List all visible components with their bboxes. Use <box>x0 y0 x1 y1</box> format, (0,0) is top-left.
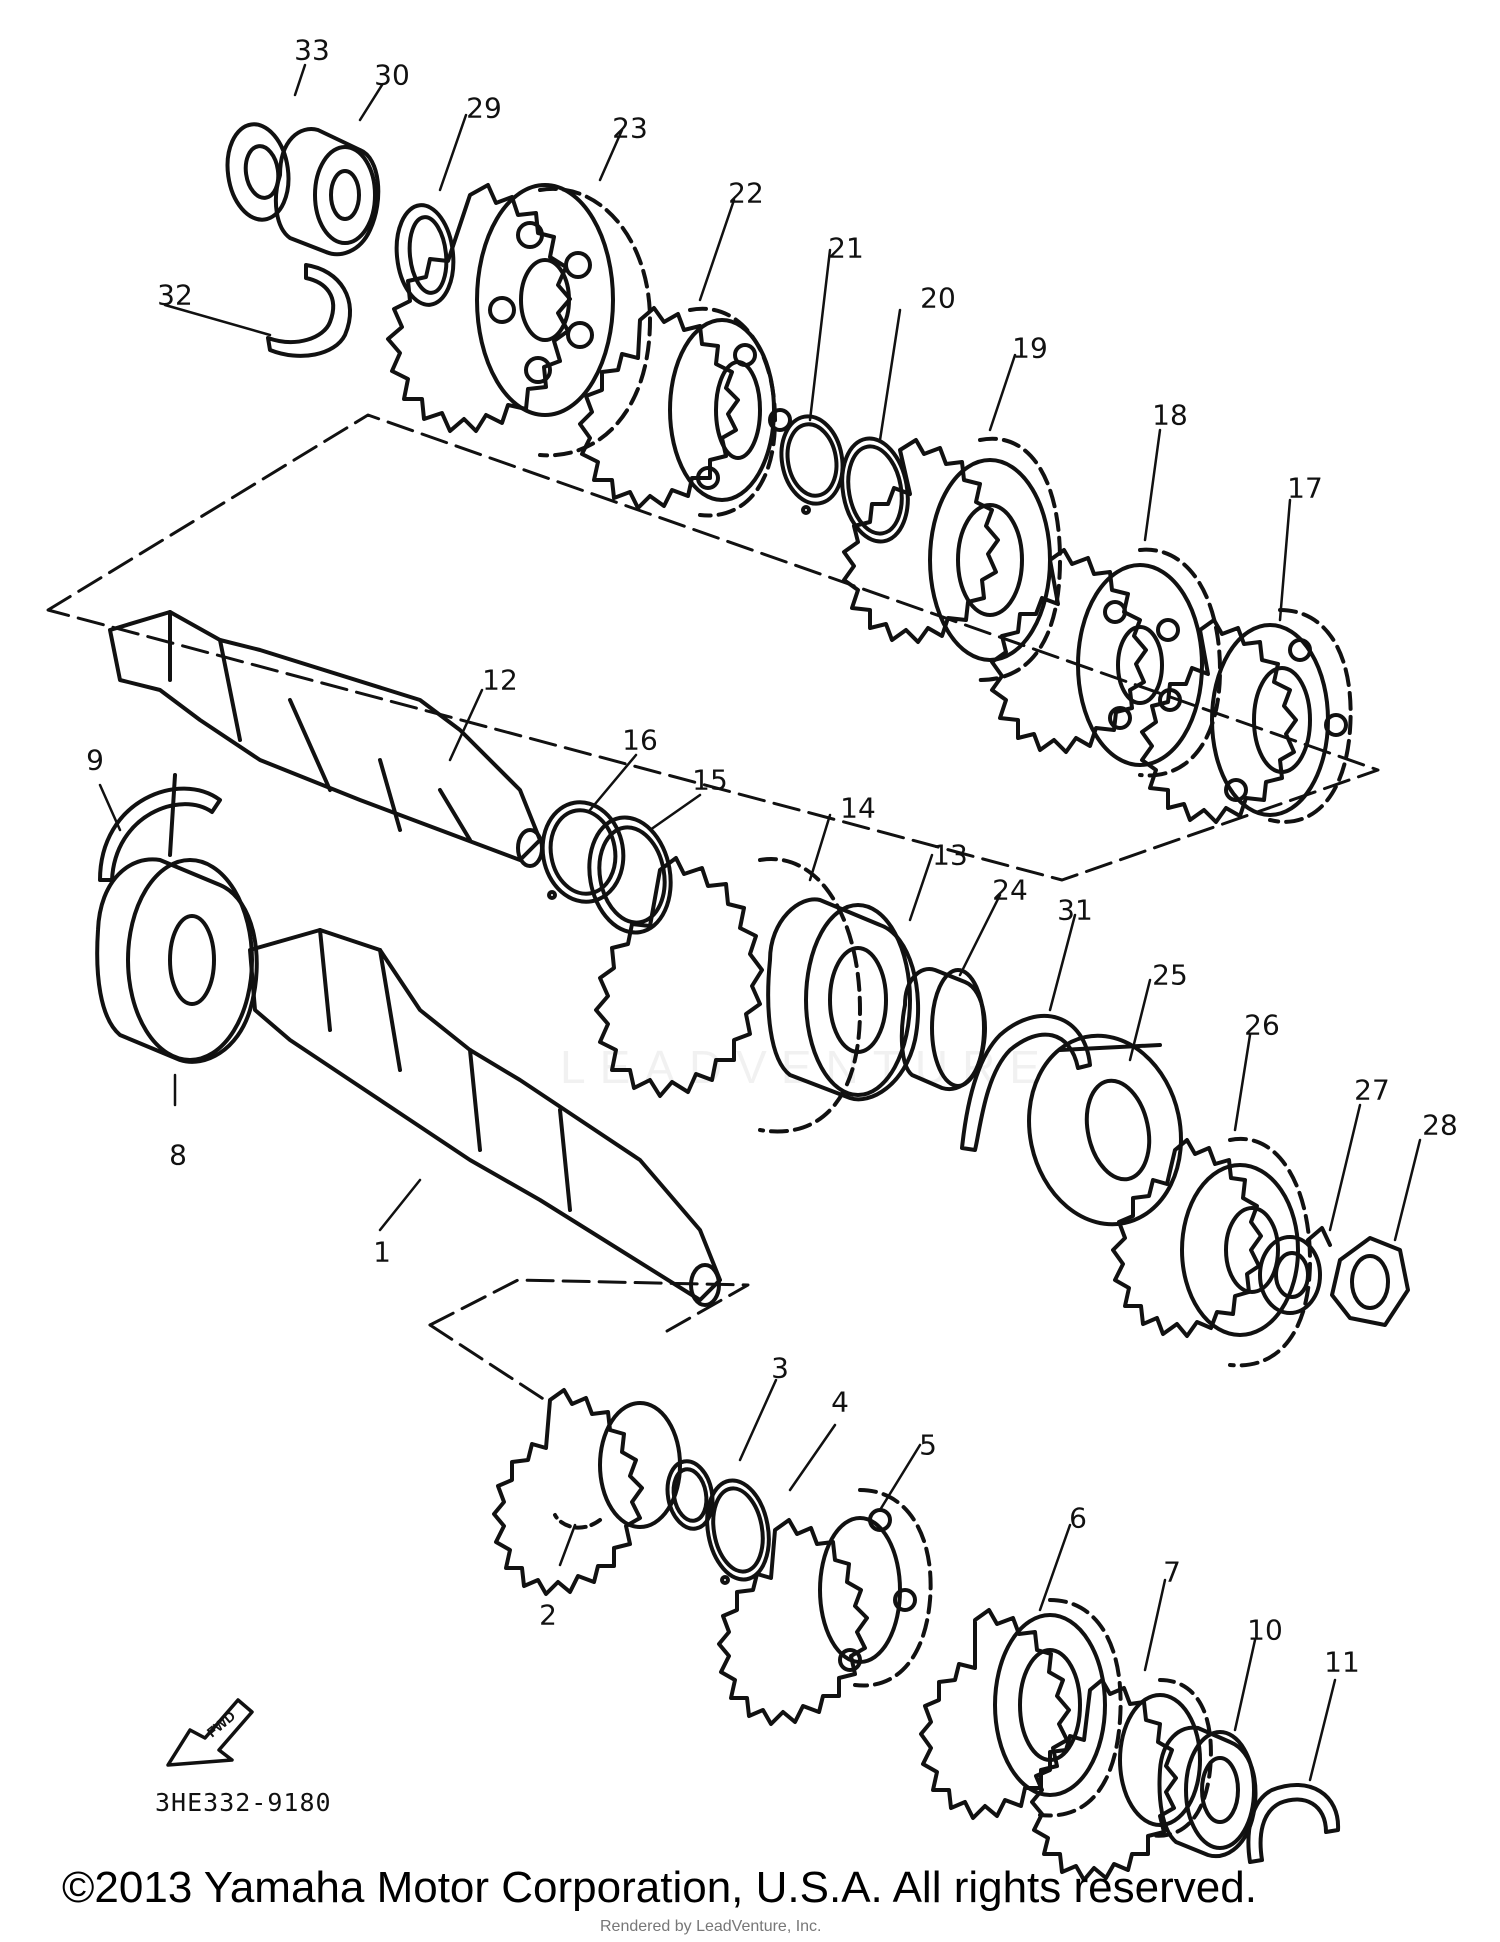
part-32-circlip <box>266 263 352 358</box>
callout-26: 26 <box>1244 1008 1280 1042</box>
callout-3: 3 <box>771 1351 789 1385</box>
callout-29: 29 <box>466 91 502 125</box>
leader-lines <box>98 63 1422 1782</box>
part-26-drive-sprocket <box>1111 1136 1312 1368</box>
part-18-gear <box>990 547 1222 778</box>
callout-32: 32 <box>157 278 193 312</box>
part-21-circlip <box>779 414 845 515</box>
part-24-collar <box>899 967 987 1091</box>
callout-16: 16 <box>622 723 658 757</box>
part-15-washer <box>587 815 673 935</box>
callout-6: 6 <box>1069 1501 1087 1535</box>
callout-9: 9 <box>86 743 104 777</box>
part-31-circlip <box>960 1013 1092 1152</box>
part-9-circlip <box>98 773 222 882</box>
callout-24: 24 <box>992 873 1028 907</box>
part-23-gear <box>386 183 652 458</box>
diagram-part-code: 3HE332-9180 <box>155 1788 332 1817</box>
callout-30: 30 <box>374 58 410 92</box>
part-19-gear <box>842 436 1062 682</box>
part-12-main-axle <box>108 610 544 868</box>
callout-17: 17 <box>1287 471 1323 505</box>
callout-25: 25 <box>1152 958 1188 992</box>
callout-31: 31 <box>1057 893 1093 927</box>
part-4-washer <box>705 1478 771 1585</box>
callout-12: 12 <box>482 663 518 697</box>
part-22-gear <box>578 306 792 518</box>
part-2-gear <box>492 1388 682 1596</box>
callout-5: 5 <box>919 1428 937 1462</box>
part-7-gear <box>1030 1678 1213 1882</box>
callout-27: 27 <box>1354 1073 1390 1107</box>
part-5-gear <box>717 1488 933 1726</box>
callout-2: 2 <box>539 1598 557 1632</box>
callout-10: 10 <box>1247 1613 1283 1647</box>
part-8-bearing <box>95 857 259 1064</box>
part-6-gear <box>919 1598 1123 1820</box>
part-33-oil-seal <box>225 122 291 222</box>
part-1-drive-axle <box>248 928 722 1307</box>
callout-19: 19 <box>1012 331 1048 365</box>
callout-7: 7 <box>1163 1555 1181 1589</box>
callout-8: 8 <box>169 1138 187 1172</box>
callout-15: 15 <box>692 763 728 797</box>
drive-axle-gear-frame-leader <box>428 1323 547 1402</box>
part-11-circlip <box>1246 1783 1341 1864</box>
part-17-gear <box>1140 608 1353 824</box>
callout-20: 20 <box>920 281 956 315</box>
part-30-bearing <box>273 127 381 257</box>
callout-33: 33 <box>294 33 330 67</box>
callout-14: 14 <box>840 791 876 825</box>
main-axle-assembly-frame <box>46 413 1380 882</box>
callout-22: 22 <box>728 176 764 210</box>
part-25-oil-seal <box>1027 1033 1183 1227</box>
callout-28: 28 <box>1422 1108 1458 1142</box>
callout-18: 18 <box>1152 398 1188 432</box>
part-13-bearing <box>766 897 920 1102</box>
part-3-circlip <box>665 1459 715 1531</box>
part-16-circlip <box>540 800 626 904</box>
part-28-nut <box>1330 1236 1410 1327</box>
part-27-lock-washer <box>1258 1226 1332 1315</box>
drive-axle-gear-frame <box>428 1278 750 1337</box>
fwd-arrow: FWD <box>166 1698 254 1767</box>
callout-21: 21 <box>828 231 864 265</box>
callout-13: 13 <box>932 838 968 872</box>
callout-4: 4 <box>831 1385 849 1419</box>
leadventure-watermark: LEADVENTURE <box>560 1041 1054 1093</box>
render-credit: Rendered by LeadVenture, Inc. <box>600 1918 822 1935</box>
part-14-gear <box>594 856 862 1134</box>
callout-1: 1 <box>373 1235 391 1269</box>
callout-23: 23 <box>612 111 648 145</box>
copyright-notice: ©2013 Yamaha Motor Corporation, U.S.A. A… <box>62 1863 1257 1912</box>
callout-11: 11 <box>1324 1645 1360 1679</box>
